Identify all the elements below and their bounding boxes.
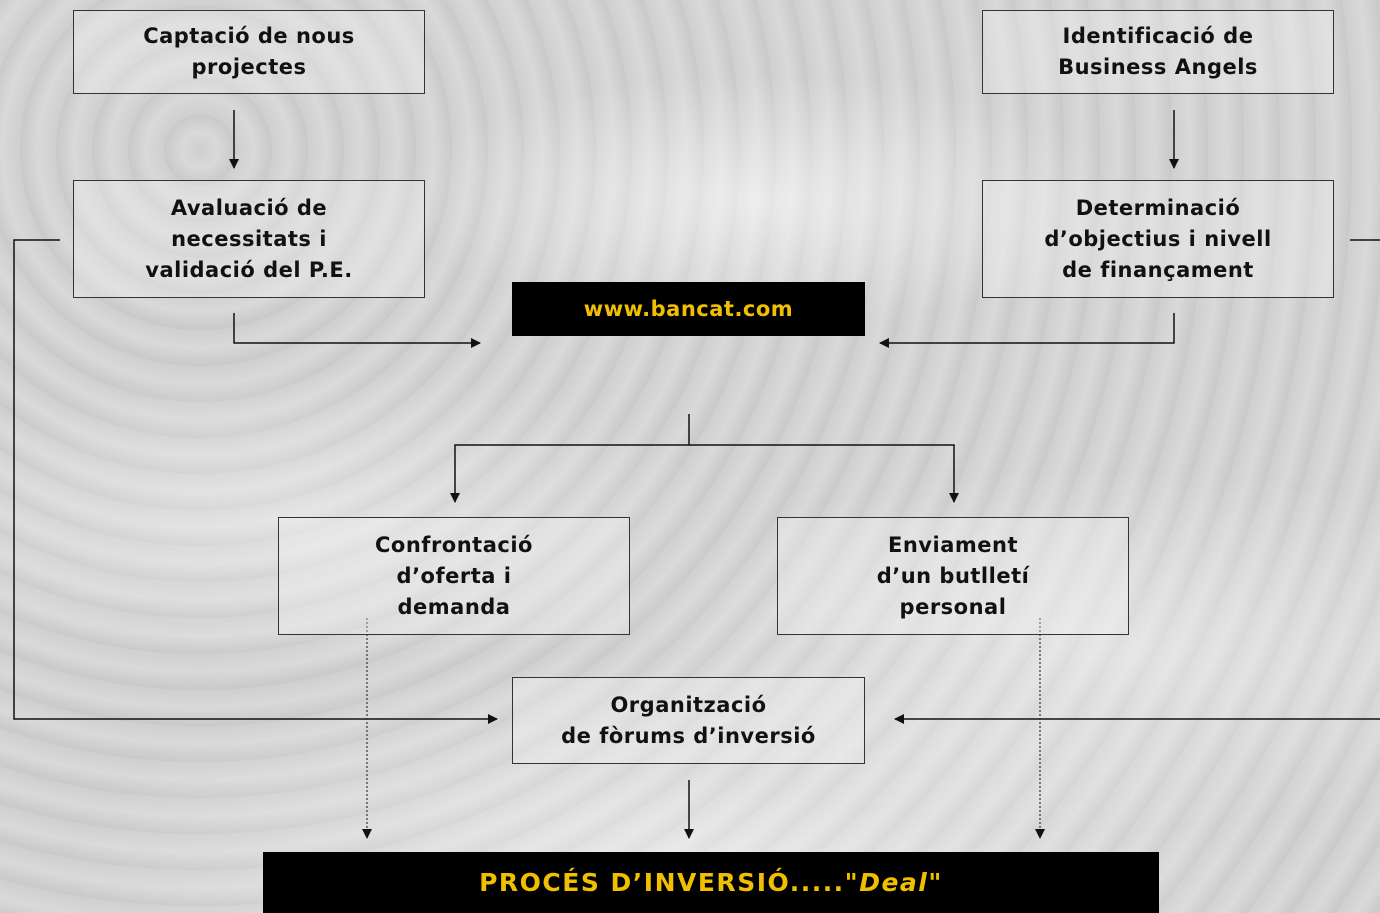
box-determinacio: Determinació d’objectius i nivell de fin… [982, 180, 1334, 298]
website-label: www.bancat.com [583, 297, 794, 321]
box-captacio-label: Captació de nous projectes [143, 24, 355, 79]
box-enviament: Enviament d’un butlletí personal [777, 517, 1129, 635]
box-identificacio: Identificació de Business Angels [982, 10, 1334, 94]
connector-web-split [450, 414, 690, 503]
box-confrontacio-label: Confrontació d’oferta i demanda [375, 532, 533, 619]
arrow-determinacio-to-web [879, 313, 1175, 348]
box-avaluacio-label: Avaluació de necessitats i validació del… [145, 195, 353, 282]
box-avaluacio: Avaluació de necessitats i validació del… [73, 180, 425, 298]
result-prefix: PROCÉS D’INVERSIÓ....." [479, 868, 860, 897]
result-banner: PROCÉS D’INVERSIÓ....."Deal" [263, 852, 1159, 913]
box-confrontacio: Confrontació d’oferta i demanda [278, 517, 630, 635]
website-banner: www.bancat.com [512, 282, 865, 336]
arrow-avaluacio-to-web [233, 313, 481, 348]
box-captacio: Captació de nous projectes [73, 10, 425, 94]
arrow-avaluacio-to-organitzacio [13, 239, 498, 724]
arrow-determinacio-to-organitzacio [895, 239, 1380, 719]
result-italic: Deal [859, 868, 929, 897]
box-organitzacio-label: Organització de fòrums d’inversió [561, 692, 816, 748]
box-determinacio-label: Determinació d’objectius i nivell de fin… [1044, 195, 1272, 282]
box-organitzacio: Organització de fòrums d’inversió [512, 677, 865, 764]
connector-web-split-right [689, 444, 959, 503]
result-suffix: " [928, 868, 943, 897]
box-identificacio-label: Identificació de Business Angels [1058, 24, 1258, 79]
box-enviament-label: Enviament d’un butlletí personal [876, 532, 1030, 619]
